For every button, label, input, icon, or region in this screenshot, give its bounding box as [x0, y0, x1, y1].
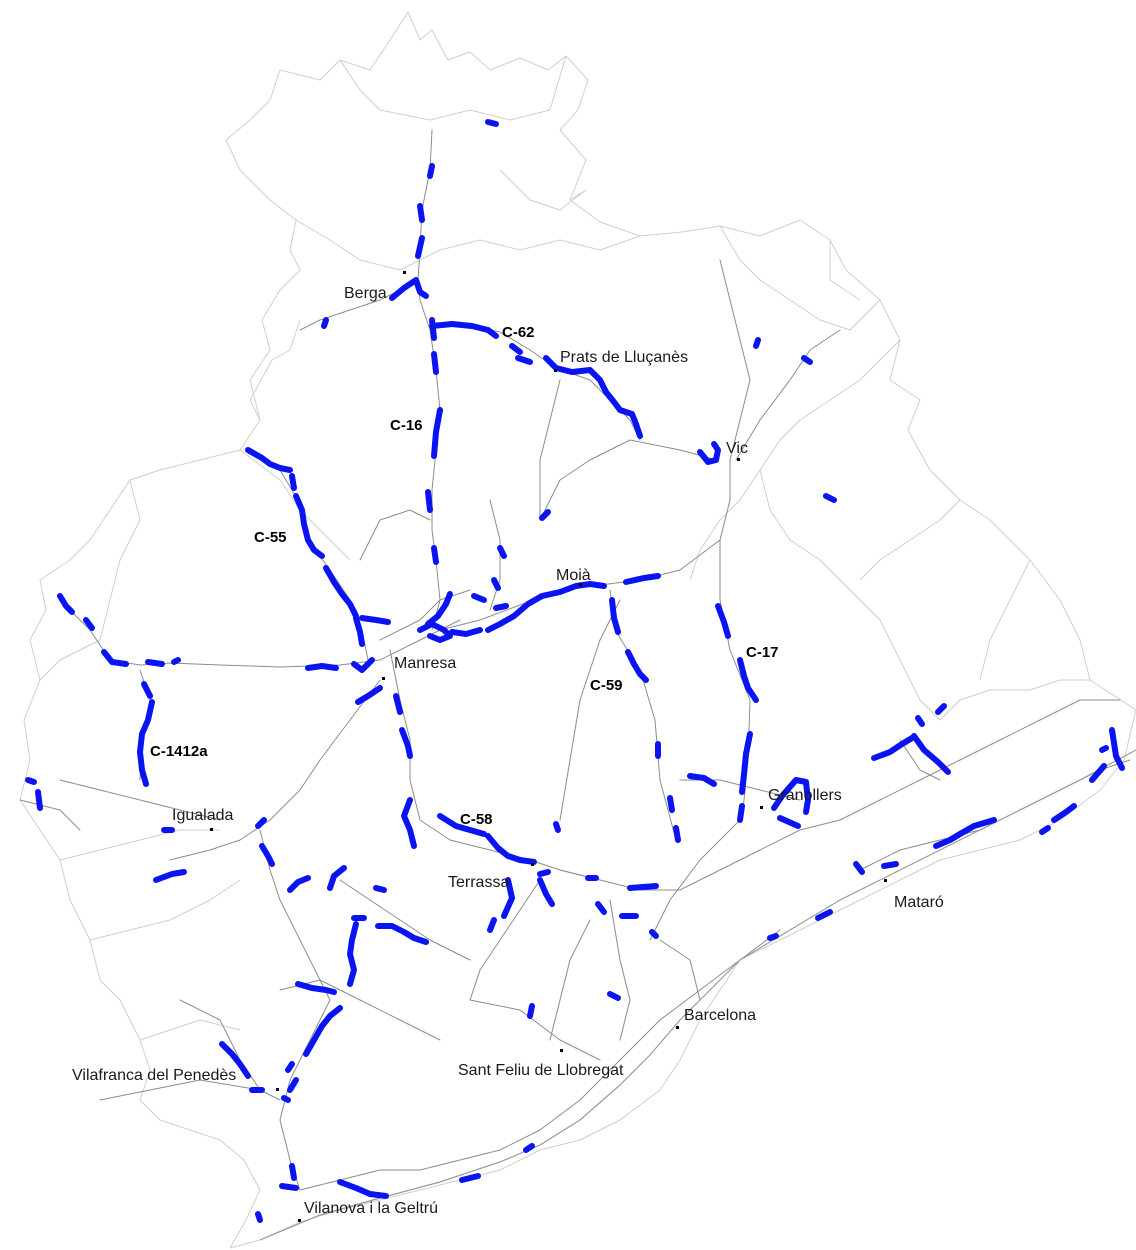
city-dot-granollers — [760, 806, 763, 809]
city-dot-vilafranca — [276, 1088, 279, 1091]
city-dot-santfeliu — [560, 1049, 563, 1052]
city-label-moia: Moià — [556, 567, 591, 584]
city-dot-igualada — [210, 828, 213, 831]
city-label-manresa: Manresa — [394, 655, 456, 672]
city-label-mataro: Mataró — [894, 894, 944, 911]
road-labels: C-62 C-16 C-55 C-17 C-59 C-1412a C-58 — [150, 324, 779, 828]
city-dot-barcelona — [676, 1026, 679, 1029]
city-label-vic: Vic — [726, 440, 748, 457]
city-dot-terrassa — [531, 863, 534, 866]
city-markers — [210, 271, 887, 1222]
road-label-c55: C-55 — [254, 529, 287, 546]
city-label-prats: Prats de Lluçanès — [560, 349, 688, 366]
road-label-c58: C-58 — [460, 811, 493, 828]
city-labels: Berga Prats de Lluçanès Vic Moià Manresa… — [72, 285, 944, 1217]
road-label-c1412a: C-1412a — [150, 743, 208, 760]
city-dot-prats — [554, 369, 557, 372]
city-label-vilanova: Vilanova i la Geltrú — [304, 1200, 438, 1217]
city-label-barcelona: Barcelona — [684, 1007, 756, 1024]
city-label-santfeliu: Sant Feliu de Llobregat — [458, 1062, 624, 1079]
city-dot-mataro — [884, 879, 887, 882]
road-label-c62: C-62 — [502, 324, 535, 341]
city-label-granollers: Granollers — [768, 787, 842, 804]
road-label-c59: C-59 — [590, 677, 623, 694]
road-label-c17: C-17 — [746, 644, 779, 661]
road-network — [19, 129, 1136, 1241]
city-label-terrassa: Terrassa — [448, 874, 509, 891]
city-dot-vic — [737, 458, 740, 461]
city-dot-manresa — [382, 677, 385, 680]
city-label-vilafranca: Vilafranca del Penedès — [72, 1067, 236, 1084]
city-label-berga: Berga — [344, 285, 387, 302]
city-dot-berga — [403, 271, 406, 274]
road-label-c16: C-16 — [390, 417, 423, 434]
city-dot-moia — [579, 583, 582, 586]
highlighted-segments — [25, 119, 1125, 1223]
city-dot-vilanova — [298, 1219, 301, 1222]
city-label-igualada: Igualada — [172, 807, 233, 824]
